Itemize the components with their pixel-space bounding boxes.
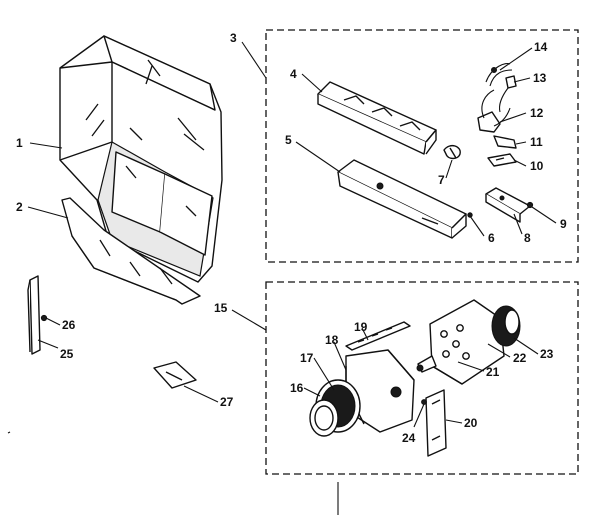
lower-bracket <box>337 159 467 239</box>
callout-11: 11 <box>530 135 543 149</box>
leader-lines <box>27 41 557 428</box>
terminal-plate <box>487 153 517 167</box>
callout-21: 21 <box>486 365 500 379</box>
grease-filter-plate <box>153 361 197 389</box>
screw-24 <box>421 399 427 405</box>
callout-4: 4 <box>290 67 297 81</box>
callout-26: 26 <box>62 318 76 332</box>
callout-24: 24 <box>402 431 416 445</box>
upper-bracket <box>317 81 437 155</box>
motor-end-cap <box>491 305 521 347</box>
callout-19: 19 <box>354 320 368 334</box>
callout-13: 13 <box>533 71 547 85</box>
callout-20: 20 <box>464 416 478 430</box>
callout-3: 3 <box>230 31 237 45</box>
trim-panel <box>61 197 201 305</box>
callout-27: 27 <box>220 395 234 409</box>
mounting-plate <box>425 389 447 457</box>
callout-23: 23 <box>540 347 554 361</box>
callout-6: 6 <box>488 231 495 245</box>
screw-9 <box>526 201 534 209</box>
range-hood-body <box>59 35 223 283</box>
callout-22: 22 <box>513 351 527 365</box>
callout-8: 8 <box>524 231 531 245</box>
callout-15: 15 <box>214 301 228 315</box>
wire-terminal <box>498 75 517 113</box>
callout-1: 1 <box>16 136 23 150</box>
motor-shaft <box>416 355 437 373</box>
callout-17: 17 <box>300 351 314 365</box>
screw-6 <box>467 212 473 218</box>
callout-12: 12 <box>530 106 544 120</box>
callout-7: 7 <box>438 173 445 187</box>
motor-assembly-group-box <box>265 281 579 475</box>
mounting-strip <box>345 321 411 351</box>
callout-16: 16 <box>290 381 304 395</box>
callout-9: 9 <box>560 217 567 231</box>
side-bracket <box>27 275 48 355</box>
callout-2: 2 <box>16 200 23 214</box>
callout-25: 25 <box>60 347 74 361</box>
switch-bracket <box>485 187 531 223</box>
callout-18: 18 <box>325 333 339 347</box>
fan-wheel <box>309 379 361 437</box>
callout-14: 14 <box>534 40 548 54</box>
blower-assembly-group-box <box>265 29 579 263</box>
callout-5: 5 <box>285 133 292 147</box>
callout-10: 10 <box>530 159 544 173</box>
small-mark <box>7 431 11 434</box>
blower-motor <box>429 299 505 385</box>
wire-clip <box>443 144 461 160</box>
connector <box>493 135 517 149</box>
switch <box>477 89 511 133</box>
callout-labels: 1 2 3 4 5 6 7 8 9 10 11 12 13 14 15 16 1… <box>16 31 567 445</box>
